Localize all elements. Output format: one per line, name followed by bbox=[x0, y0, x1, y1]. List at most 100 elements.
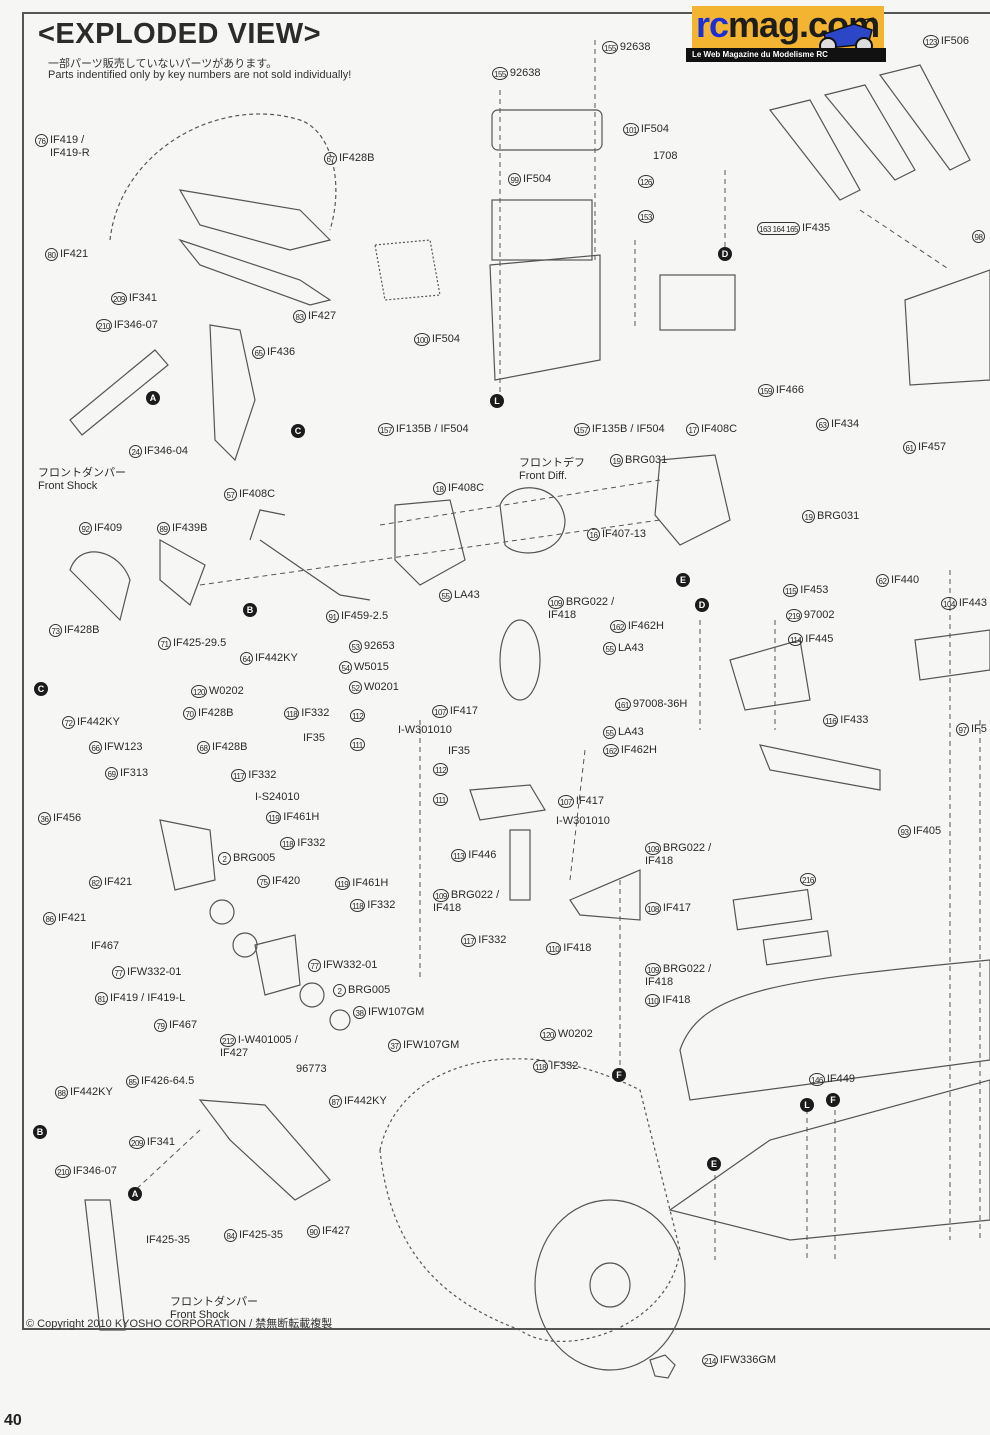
if467-label: IF467 bbox=[91, 940, 120, 952]
subtitle-english: Parts indentified only by key numbers ar… bbox=[48, 69, 352, 81]
logo-tagline: Le Web Magazine du Modelisme RC bbox=[686, 48, 886, 62]
gearbox-left bbox=[394, 499, 466, 586]
key-number-badge: 112 bbox=[433, 763, 449, 776]
marker-f: F bbox=[612, 1068, 626, 1082]
key-number-badge: 93 bbox=[898, 825, 911, 838]
key-number-badge: 92 bbox=[79, 522, 92, 535]
key-number-badge: 109 bbox=[433, 889, 449, 902]
bearing-2 bbox=[232, 932, 258, 958]
part-code: 97002 bbox=[803, 609, 835, 621]
key-number-badge: 87 bbox=[329, 1095, 342, 1108]
part-code: IF341 bbox=[146, 1136, 175, 1148]
gearbox-right bbox=[654, 454, 731, 546]
marker-f: F bbox=[826, 1093, 840, 1107]
part-code: IF332 bbox=[248, 769, 277, 781]
front-tire bbox=[379, 1058, 681, 1343]
part-label: 112 bbox=[433, 763, 450, 776]
part-code: IF418 bbox=[662, 994, 691, 1006]
page-number: 40 bbox=[4, 1412, 22, 1429]
marker-e: E bbox=[707, 1157, 721, 1171]
key-number-badge: 118 bbox=[533, 1060, 549, 1073]
hub-carrier bbox=[254, 934, 301, 996]
key-number-badge: 99 bbox=[508, 173, 521, 186]
key-number-badge: 83 bbox=[293, 310, 306, 323]
key-number-badge: 68 bbox=[197, 741, 210, 754]
part-code: IF425-29.5 bbox=[173, 637, 227, 649]
part-code: IF418 bbox=[563, 942, 592, 954]
bearing-4 bbox=[329, 1009, 351, 1031]
key-number-badge: 67 bbox=[324, 152, 337, 165]
key-number-badge: 55 bbox=[603, 726, 616, 739]
key-number-badge: 69 bbox=[105, 767, 118, 780]
key-number-badge: 19 bbox=[802, 510, 815, 523]
rx-pack bbox=[374, 239, 441, 301]
key-number-badge: 63 bbox=[816, 418, 829, 431]
key-number-badge: 108 bbox=[645, 902, 661, 915]
copyright-notice: © Copyright 2010 KYOSHO CORPORATION / 禁無… bbox=[26, 1318, 333, 1330]
bumper bbox=[69, 551, 131, 622]
key-number-badge: 109 bbox=[548, 596, 564, 609]
part-code: 92638 bbox=[619, 41, 651, 53]
part-code: IFW107GM bbox=[368, 1006, 425, 1018]
key-number-badge: 65 bbox=[252, 346, 265, 359]
decal-216b bbox=[762, 930, 832, 966]
key-number-badge: 109 bbox=[645, 963, 661, 976]
part-code: LA43 bbox=[454, 589, 480, 601]
key-number-badge: 19 bbox=[610, 454, 623, 467]
key-number-badge: 118 bbox=[284, 707, 300, 720]
key-number-badge: 210 bbox=[55, 1165, 71, 1178]
part-label: 112 bbox=[350, 709, 367, 722]
key-number-badge: 219 bbox=[786, 609, 802, 622]
subtitle-japanese: 一部パーツ販売していないパーツがあります。 bbox=[48, 58, 278, 70]
shock-body bbox=[69, 349, 169, 436]
front-wheel-hub bbox=[589, 1262, 631, 1308]
part-code: IFW107GM bbox=[403, 1039, 460, 1051]
part-code: IF346-07 bbox=[113, 319, 158, 331]
rcmag-logo[interactable]: rcmag.com Le Web Magazine du Modelisme R… bbox=[686, 4, 886, 62]
part-code: IF442KY bbox=[77, 716, 120, 728]
key-number-badge: 210 bbox=[96, 319, 112, 332]
key-number-badge: 17 bbox=[686, 423, 699, 436]
part-code: IF461H bbox=[352, 877, 389, 889]
key-number-badge: 119 bbox=[266, 811, 282, 824]
page-title: <EXPLODED VIEW> bbox=[34, 18, 326, 51]
part-code: IF332 bbox=[297, 837, 326, 849]
steering-post bbox=[509, 829, 531, 901]
key-number-badge: 77 bbox=[112, 966, 125, 979]
part-code: IF346-07 bbox=[72, 1165, 117, 1177]
part-code: IF459-2.5 bbox=[341, 610, 389, 622]
part-label: 216 bbox=[800, 873, 818, 886]
key-number-badge: 81 bbox=[95, 992, 108, 1005]
receiver-cover bbox=[491, 109, 603, 151]
tire-outline bbox=[109, 113, 337, 241]
key-number-badge: 107 bbox=[558, 795, 574, 808]
part-code: BRG031 bbox=[625, 454, 668, 466]
